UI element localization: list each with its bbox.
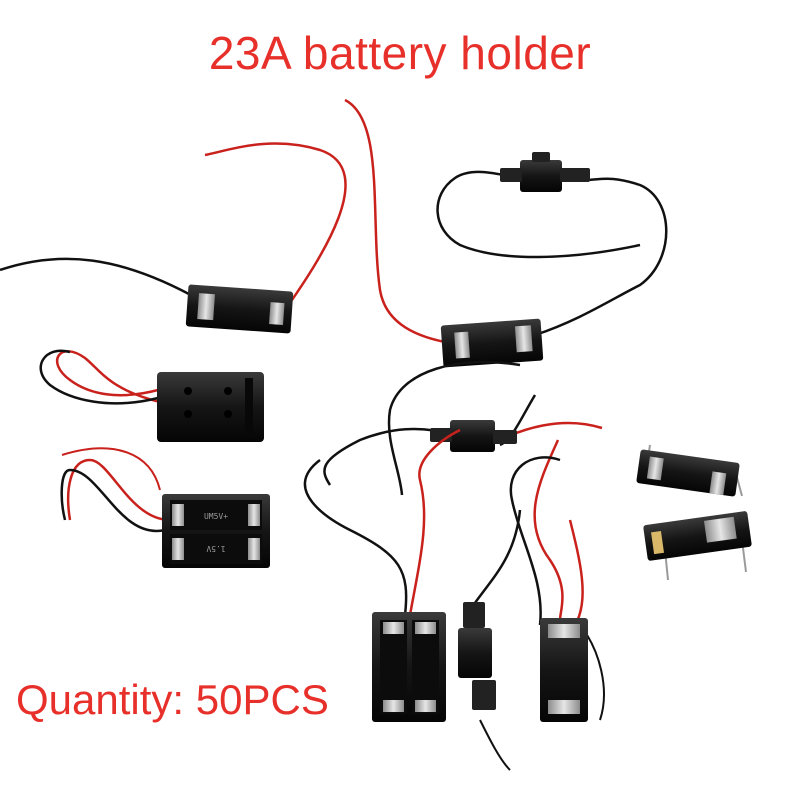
pcb-pin-holder-upper (636, 444, 743, 497)
open-double-holder: UM5V+ 1.5V (60, 447, 270, 568)
lower-cell-marking: 1.5V (206, 544, 225, 553)
quantity-label: Quantity: 50PCS (16, 676, 329, 723)
single-holder-with-switch (344, 98, 668, 368)
single-holder-bottom-right (509, 456, 605, 722)
covered-double-holder (39, 349, 264, 442)
product-title: 23A battery holder (208, 27, 592, 79)
pcb-pin-holder-lower (643, 511, 752, 581)
upper-cell-marking: UM5V+ (204, 512, 228, 521)
switch-plug-bottom (458, 439, 564, 771)
double-holder-bottom (303, 428, 461, 722)
single-holder-top-left (0, 142, 347, 334)
inline-switch-cable (323, 360, 603, 496)
